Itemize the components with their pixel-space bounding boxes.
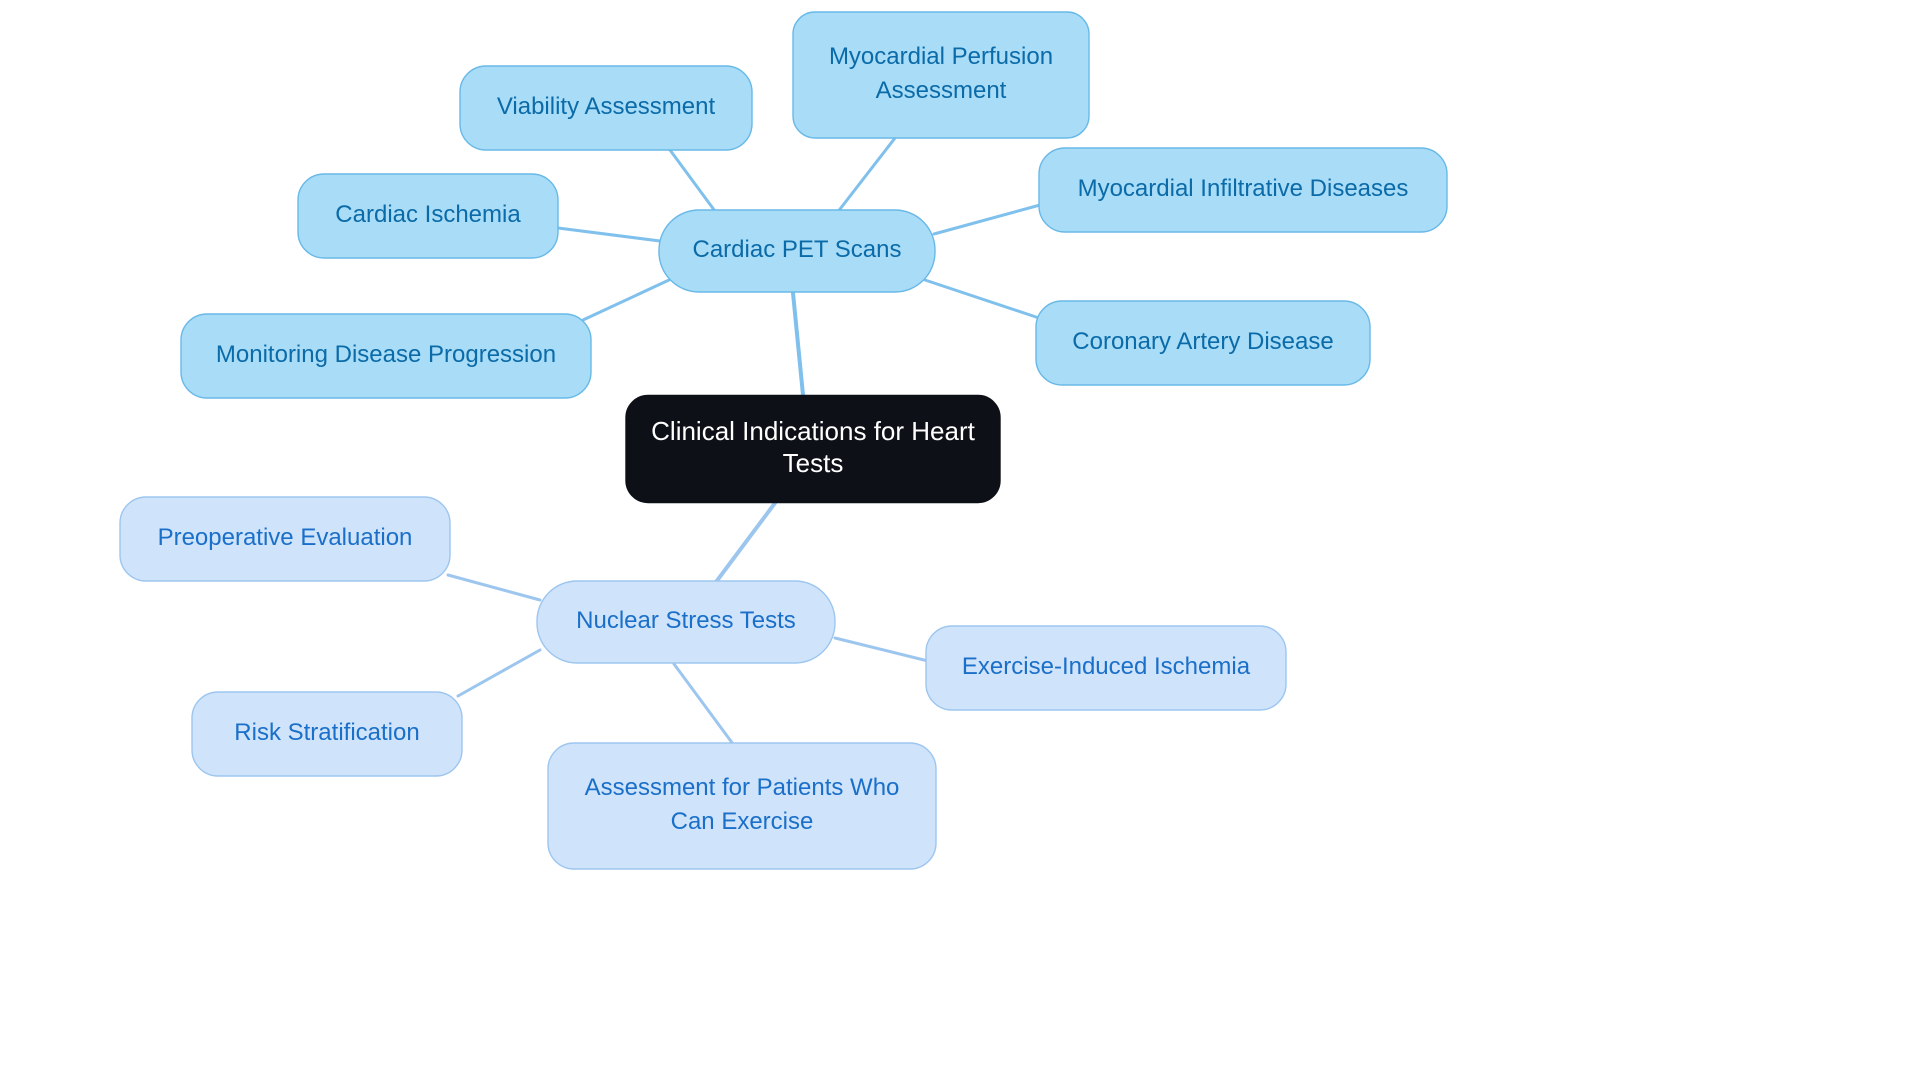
node-shape: [625, 394, 1001, 504]
node-label: Exercise-Induced Ischemia: [962, 653, 1251, 680]
node-label-line: Risk Stratification: [234, 719, 419, 746]
node-shape: [925, 625, 1287, 711]
node-label-line: Monitoring Disease Progression: [216, 341, 556, 368]
mindmap-node[interactable]: Cardiac PET Scans: [658, 209, 936, 293]
node-label-line: Cardiac Ischemia: [335, 201, 521, 228]
mindmap-edge: [672, 662, 735, 746]
mindmap-edge: [923, 278, 1041, 320]
mindmap-node[interactable]: Nuclear Stress Tests: [536, 580, 836, 664]
node-shape: [1038, 147, 1448, 233]
node-shape: [297, 173, 559, 259]
node-label: Cardiac PET Scans: [693, 236, 902, 263]
node-label: Nuclear Stress Tests: [576, 607, 796, 634]
node-label-line: Clinical Indications for Heart: [651, 416, 975, 446]
node-label-line: Assessment for Patients Who: [585, 774, 900, 801]
mindmap-edge: [932, 203, 1042, 236]
node-shape: [180, 313, 592, 399]
mindmap-node[interactable]: Preoperative Evaluation: [119, 496, 451, 582]
node-shape: [792, 11, 1090, 139]
mindmap-edge: [581, 278, 671, 322]
node-shape: [459, 65, 753, 151]
node-label: Monitoring Disease Progression: [216, 341, 556, 368]
node-label-line: Nuclear Stress Tests: [576, 607, 796, 634]
node-shape: [191, 691, 463, 777]
node-label-line: Myocardial Perfusion: [829, 43, 1053, 70]
mindmap-node[interactable]: Viability Assessment: [459, 65, 753, 151]
node-label-line: Coronary Artery Disease: [1072, 328, 1333, 355]
node-label: Cardiac Ischemia: [335, 201, 521, 228]
node-label: Risk Stratification: [234, 719, 419, 746]
node-label-line: Cardiac PET Scans: [693, 236, 902, 263]
node-label-line: Can Exercise: [671, 808, 814, 835]
mindmap-edge: [828, 136, 897, 224]
node-shape: [1035, 300, 1371, 386]
mindmap-edge: [833, 636, 930, 663]
edges-layer: [446, 136, 1042, 746]
mindmap-node[interactable]: Cardiac Ischemia: [297, 173, 559, 259]
node-label: Coronary Artery Disease: [1072, 328, 1333, 355]
node-label: Viability Assessment: [497, 93, 716, 120]
node-shape: [536, 580, 836, 664]
mindmap-node[interactable]: Coronary Artery Disease: [1035, 300, 1371, 386]
node-label: Preoperative Evaluation: [158, 524, 413, 551]
node-shape: [119, 496, 451, 582]
mindmap-node[interactable]: Myocardial Infiltrative Diseases: [1038, 147, 1448, 233]
node-label-line: Exercise-Induced Ischemia: [962, 653, 1251, 680]
node-label-line: Tests: [783, 448, 844, 478]
mindmap-edge: [714, 501, 777, 584]
mindmap-edge: [446, 573, 542, 602]
node-label-line: Preoperative Evaluation: [158, 524, 413, 551]
node-label: Myocardial Infiltrative Diseases: [1078, 175, 1409, 202]
mindmap-edge: [791, 291, 805, 397]
node-label-line: Assessment: [876, 77, 1007, 104]
node-shape: [658, 209, 936, 293]
mindmap-edge: [556, 226, 662, 243]
node-label-line: Myocardial Infiltrative Diseases: [1078, 175, 1409, 202]
mindmap-node[interactable]: Exercise-Induced Ischemia: [925, 625, 1287, 711]
node-shape: [547, 742, 937, 870]
node-label-line: Viability Assessment: [497, 93, 716, 120]
mindmap-node[interactable]: Monitoring Disease Progression: [180, 313, 592, 399]
mindmap-node[interactable]: Risk Stratification: [191, 691, 463, 777]
mindmap-edge: [456, 648, 542, 698]
